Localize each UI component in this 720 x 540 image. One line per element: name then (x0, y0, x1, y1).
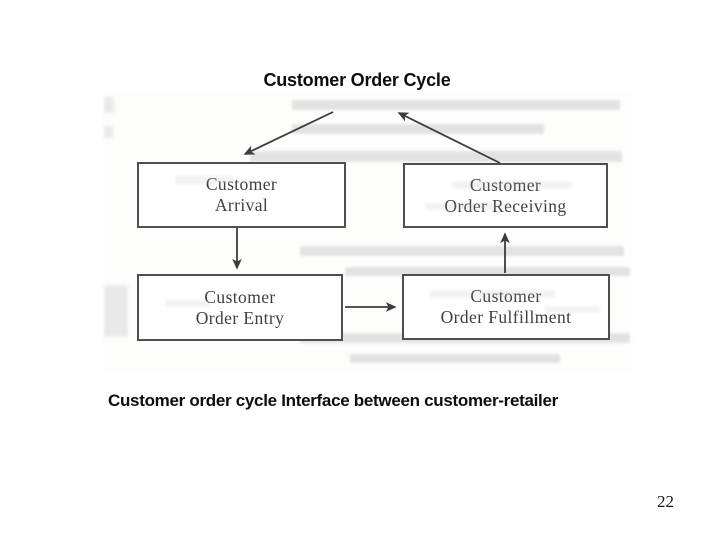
node-label-line: Customer (470, 286, 542, 306)
scan-text-artifact (430, 290, 555, 298)
node-label-line: Order Entry (195, 307, 285, 328)
slide-caption: Customer order cycle Interface between c… (108, 391, 558, 410)
slide-title: Customer Order Cycle (263, 70, 451, 90)
scan-edge-artifact (104, 285, 128, 337)
scan-edge-artifact (104, 97, 114, 113)
scan-text-artifact (350, 354, 560, 363)
scan-text-artifact (545, 306, 600, 313)
scan-text-artifact (425, 203, 510, 210)
node-label-line: Customer (205, 174, 278, 194)
node-label-line: Customer (469, 174, 542, 195)
node-customer-order-fulfillment: Customer Order Fulfillment (402, 274, 610, 340)
scan-text-artifact (175, 176, 233, 184)
scan-text-artifact (300, 246, 624, 256)
scan-text-artifact (292, 124, 544, 134)
scan-text-artifact (292, 100, 620, 110)
scan-edge-artifact (104, 126, 113, 138)
node-label-line: Customer (204, 286, 276, 307)
page-number: 22 (657, 492, 674, 511)
node-customer-arrival: Customer Arrival (137, 162, 346, 228)
scan-text-artifact (452, 181, 572, 189)
scan-text-artifact (345, 267, 630, 276)
scan-text-artifact (250, 151, 622, 162)
node-label-line: Order Fulfillment (440, 307, 572, 327)
node-label-line: Order Receiving (444, 195, 567, 216)
node-customer-order-receiving: Customer Order Receiving (403, 163, 608, 228)
scan-text-artifact (165, 300, 210, 307)
node-label-line: Arrival (214, 195, 269, 215)
node-customer-order-entry: Customer Order Entry (137, 274, 343, 341)
